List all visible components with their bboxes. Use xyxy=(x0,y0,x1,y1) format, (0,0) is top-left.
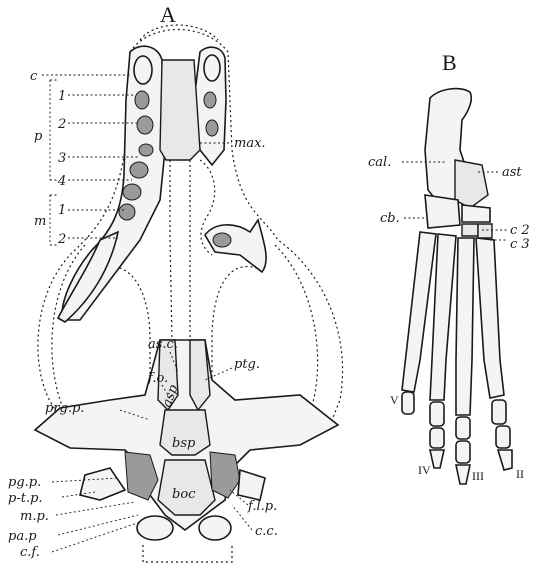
right-paroccipital-process xyxy=(238,470,265,500)
label-basisphenoid: bsp xyxy=(172,436,196,451)
metatarsal-iii xyxy=(456,238,474,415)
phalanx-iii-3 xyxy=(456,465,470,484)
label-molar-1: 1 xyxy=(58,203,66,218)
left-canine xyxy=(134,56,152,84)
label-pterygoid: ptg. xyxy=(234,357,260,372)
label-premolar-3: 3 xyxy=(58,151,66,166)
label-maxilla: max. xyxy=(234,136,266,151)
label-cuneiform-3: c 3 xyxy=(510,237,530,252)
right-auditory-region xyxy=(210,452,240,498)
label-condylar-foramen: c.f. xyxy=(20,545,40,560)
metatarsal-ii xyxy=(476,238,504,398)
label-digit-v: V xyxy=(390,393,399,407)
panel-b-title: B xyxy=(442,50,457,75)
label-digit-iv: IV xyxy=(418,463,431,477)
label-foramen-lacerum-posterius: f.l.p. xyxy=(247,499,277,514)
left-occipital-condyle xyxy=(137,516,173,540)
label-basioccipital: boc xyxy=(172,487,196,502)
left-premolar-3 xyxy=(139,144,153,156)
label-cuneiform-2: c 2 xyxy=(510,223,530,238)
braincase-bottom-dotted xyxy=(143,545,232,562)
label-canine: c xyxy=(30,69,38,84)
right-premolar-1 xyxy=(204,92,216,108)
palate-center xyxy=(160,60,200,160)
right-zygomatic-fragment xyxy=(205,220,266,272)
label-cuboid: cb. xyxy=(380,211,400,226)
label-post-tympanic-process: p-t.p. xyxy=(8,491,43,506)
astragalus xyxy=(455,160,488,208)
cuneiform-3 xyxy=(478,224,492,238)
phalanx-ii-2 xyxy=(496,426,510,448)
cuboid xyxy=(425,195,460,228)
phalanx-iv-1 xyxy=(430,402,444,426)
right-premolar-2 xyxy=(206,120,218,136)
label-astragalus: ast xyxy=(502,165,522,180)
label-alisphenoid-canal: as.c. xyxy=(148,337,178,352)
label-calcaneum: cal. xyxy=(368,155,391,170)
label-carotid-canal: c.c. xyxy=(255,524,278,539)
phalanx-iv-3 xyxy=(430,450,444,468)
left-maxilla xyxy=(62,46,165,320)
label-premolar-2: 2 xyxy=(57,117,66,132)
right-canine xyxy=(204,55,220,81)
label-molar-2: 2 xyxy=(57,232,66,247)
label-premolar-1: 1 xyxy=(58,89,66,104)
left-premolar-2 xyxy=(137,116,153,134)
label-mastoid-process: m.p. xyxy=(20,509,49,524)
label-postglenoid-process: pg.p. xyxy=(8,475,41,490)
navicular xyxy=(462,205,490,222)
label-premolars: p xyxy=(34,129,43,144)
premaxilla-dotted-top xyxy=(140,25,218,40)
panel-a-title: A xyxy=(160,2,176,27)
phalanx-ii-3 xyxy=(498,450,512,470)
label-premolar-4: 4 xyxy=(57,174,66,189)
phalanx-v-1 xyxy=(402,392,414,414)
left-premolar-1 xyxy=(135,91,149,109)
panel-a-skull: A c p 1 2 3 4 m 1 2 max. as.c. f.o. ptg.… xyxy=(8,2,343,562)
right-molar xyxy=(213,233,231,247)
metatarsal-iv xyxy=(430,234,456,400)
left-premolar-4 xyxy=(130,162,148,178)
left-molar-1 xyxy=(123,184,141,200)
phalanx-ii-1 xyxy=(492,400,506,424)
phalanx-iii-2 xyxy=(456,441,470,463)
left-molar-2 xyxy=(119,204,135,220)
left-paroccipital-process xyxy=(80,468,125,500)
right-occipital-condyle xyxy=(199,516,231,540)
label-molars: m xyxy=(34,214,46,229)
label-foramen-ovale: f.o. xyxy=(147,371,168,386)
panel-b-foot: B cal. ast cb. c 2 c 3 V IV III II xyxy=(368,50,530,484)
cuneiform-2 xyxy=(462,224,478,236)
label-paroccipital-process: pa.p xyxy=(8,529,37,544)
phalanx-iii-1 xyxy=(456,417,470,439)
label-digit-ii: II xyxy=(516,467,524,481)
zygomatic-dotted-right xyxy=(275,245,318,412)
label-postglenoid-pr-process: prg.p. xyxy=(45,401,84,416)
label-digit-iii: III xyxy=(472,469,484,483)
phalanx-iv-2 xyxy=(430,428,444,448)
